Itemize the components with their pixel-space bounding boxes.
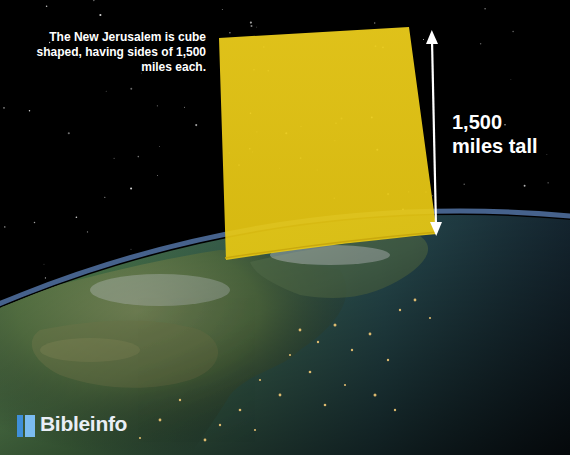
watermark-logo: Bibleinfo	[40, 412, 127, 436]
star	[87, 231, 88, 232]
star	[99, 14, 101, 16]
star	[504, 124, 506, 126]
star	[221, 9, 223, 11]
new-jerusalem-cube	[219, 27, 437, 260]
star	[229, 32, 230, 33]
star	[46, 6, 48, 8]
star	[113, 158, 114, 159]
star	[432, 195, 433, 196]
star	[250, 25, 252, 27]
height-arrow	[426, 30, 442, 236]
star	[4, 226, 5, 227]
star	[130, 187, 132, 189]
cube-base	[225, 232, 437, 258]
star	[157, 105, 158, 106]
star	[195, 124, 197, 126]
star	[93, 0, 95, 1]
bibleinfo-logo-icon	[17, 415, 35, 437]
star	[34, 222, 35, 223]
caption-note: The New Jerusalem is cube shaped, having…	[28, 30, 206, 75]
star	[158, 146, 160, 148]
dimension-label: 1,500 miles tall	[452, 110, 556, 158]
star	[463, 184, 465, 186]
star	[510, 78, 512, 80]
star	[130, 88, 132, 90]
star	[105, 90, 107, 92]
star	[45, 277, 46, 278]
star	[524, 185, 526, 187]
star	[76, 216, 78, 218]
star	[484, 8, 486, 10]
star	[256, 26, 258, 28]
star	[104, 197, 105, 198]
star	[43, 263, 45, 265]
star	[29, 110, 30, 111]
star	[157, 175, 159, 177]
star	[374, 22, 376, 24]
star	[547, 182, 548, 183]
star	[184, 107, 185, 108]
star	[480, 43, 482, 45]
star	[138, 156, 140, 158]
star	[3, 107, 5, 109]
star	[250, 22, 252, 24]
star	[512, 31, 513, 32]
star	[68, 132, 70, 134]
star	[423, 39, 424, 40]
star	[130, 249, 131, 250]
star	[546, 153, 548, 155]
